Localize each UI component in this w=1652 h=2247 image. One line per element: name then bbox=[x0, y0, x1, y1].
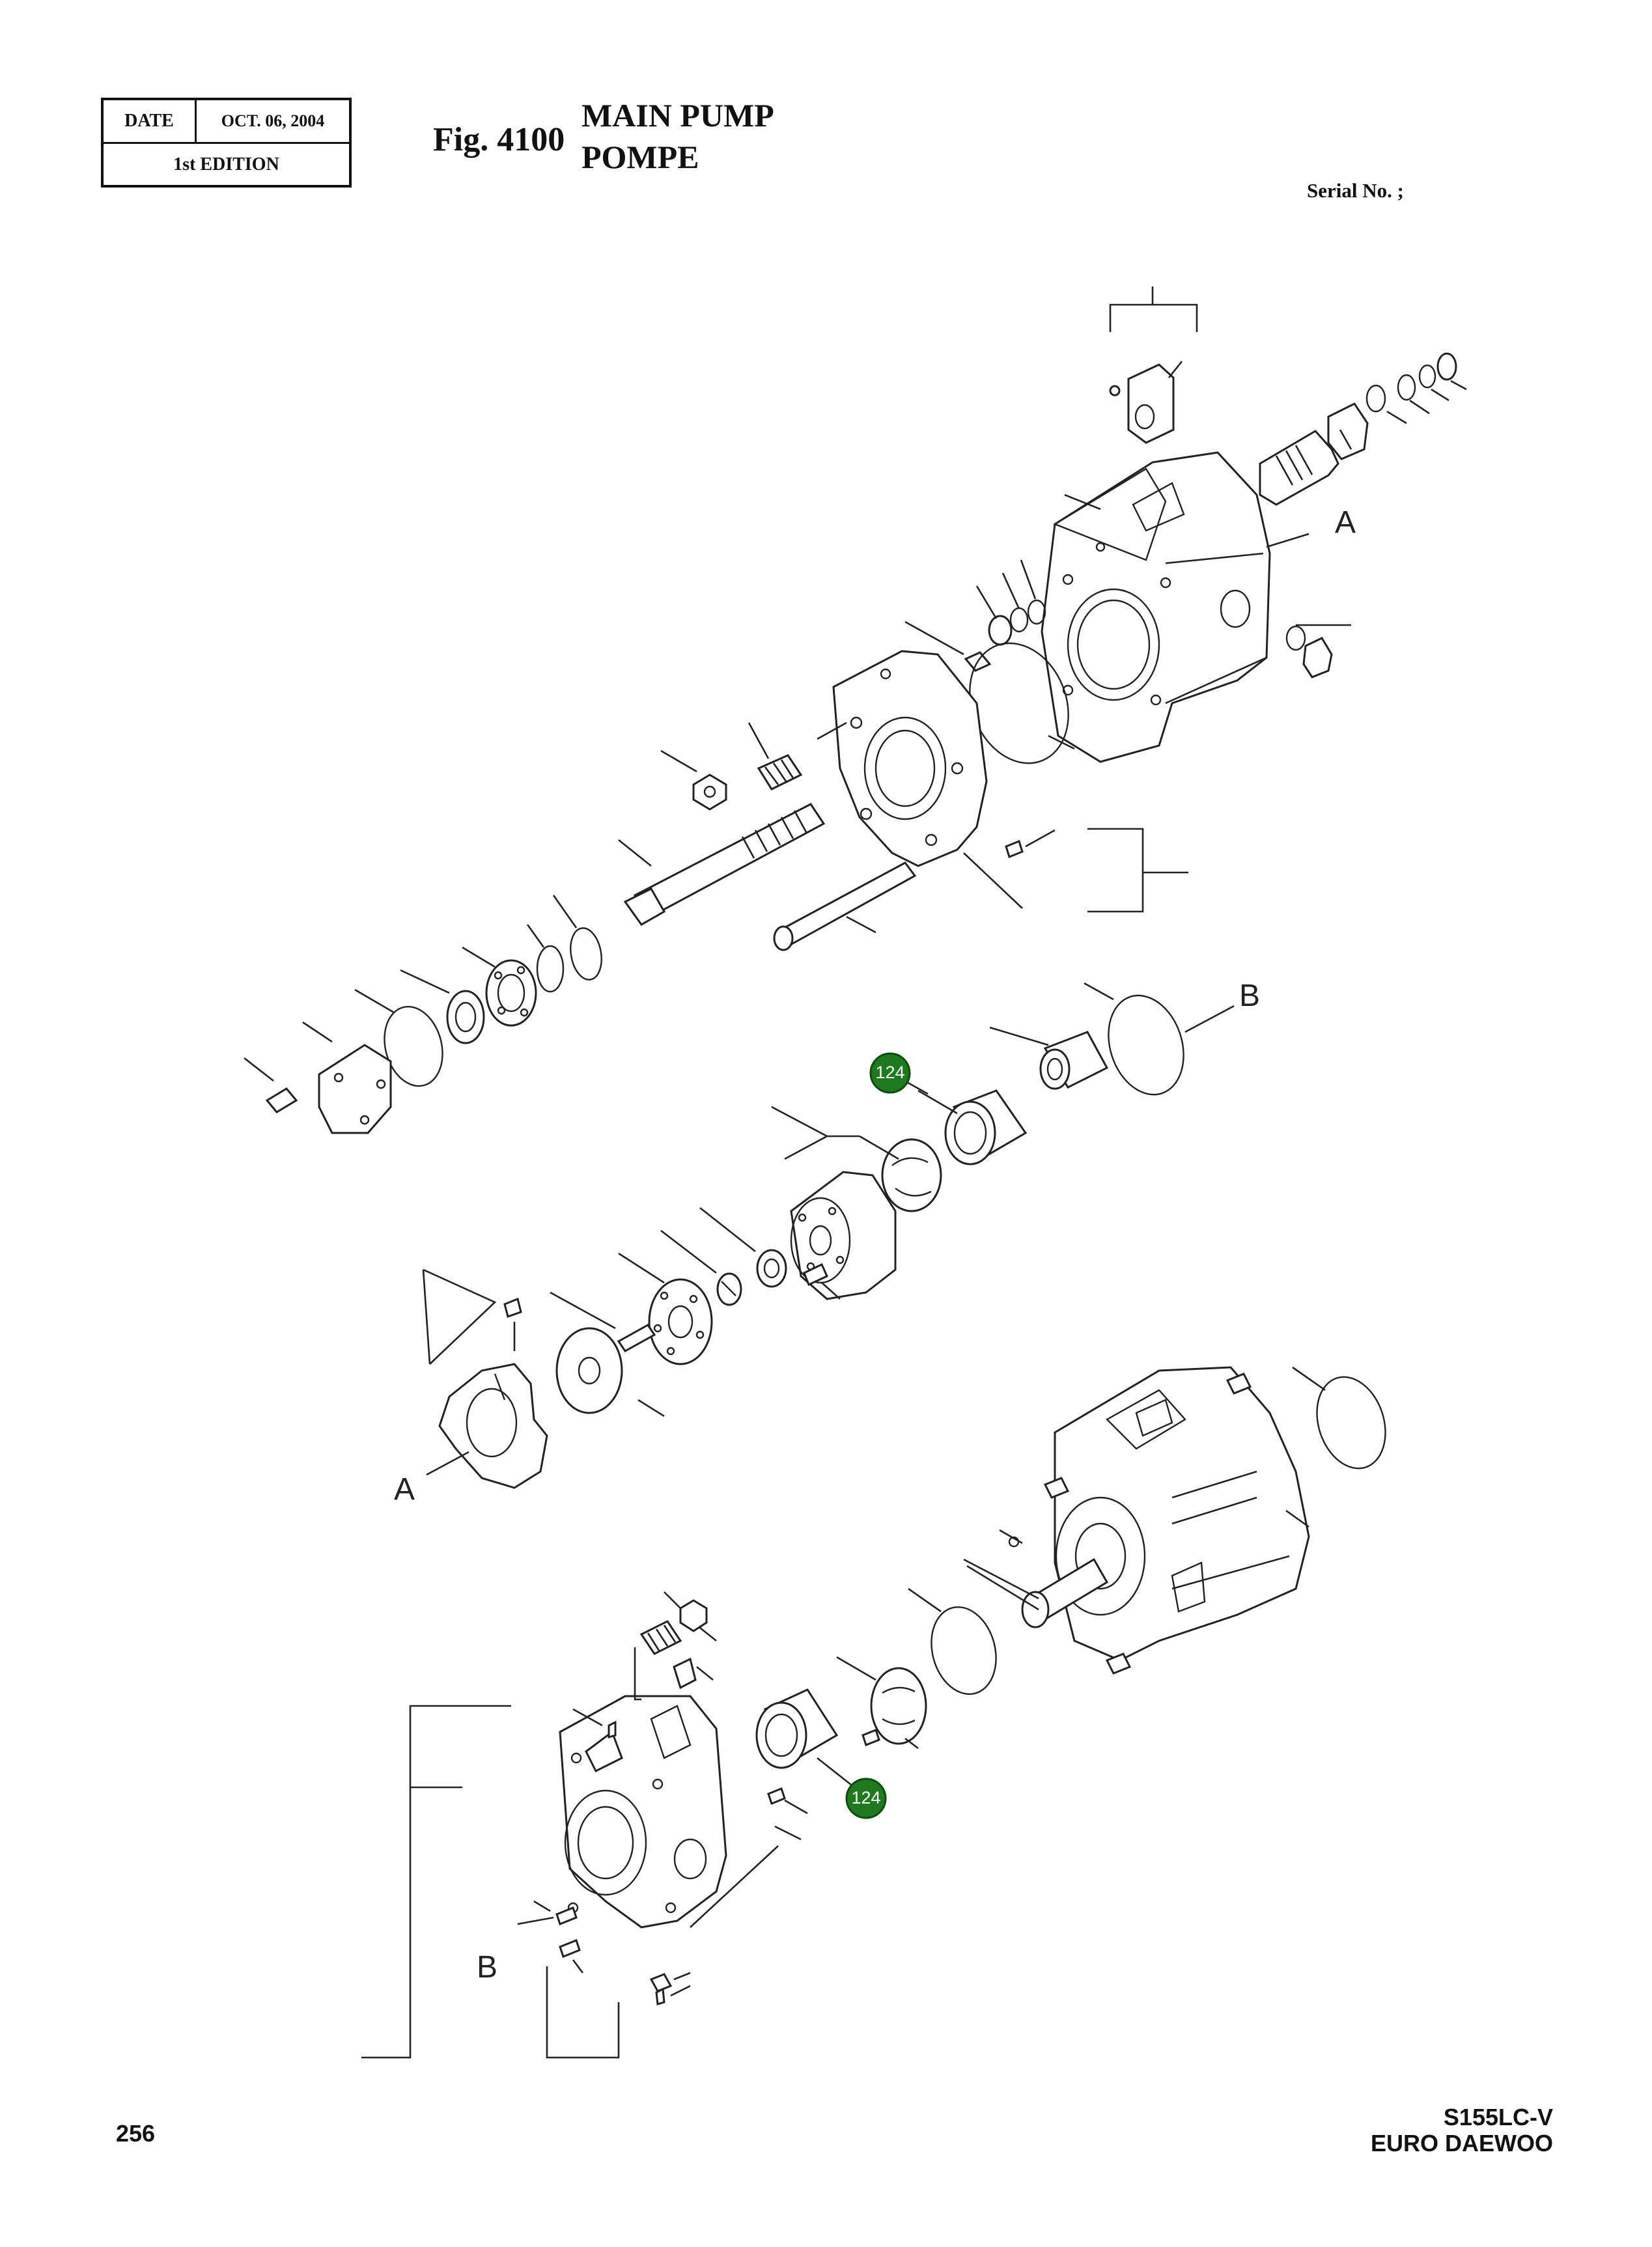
relief-valve-stack bbox=[639, 1591, 717, 1690]
bracket-cylinder-group bbox=[771, 1106, 860, 1160]
date-row: DATE OCT. 06, 2004 bbox=[104, 100, 349, 144]
coupling-sleeve bbox=[989, 1026, 1109, 1090]
spool-assembly bbox=[1259, 352, 1467, 506]
piston-shoe bbox=[550, 1291, 656, 1352]
serial-number-label: Serial No. ; bbox=[1307, 179, 1404, 202]
page-number: 256 bbox=[116, 2120, 156, 2147]
roller-bearing bbox=[462, 946, 537, 1027]
bracket-lower-left bbox=[361, 1647, 641, 2059]
port-block bbox=[817, 650, 1023, 909]
drain-plug bbox=[1285, 624, 1351, 678]
title-english: MAIN PUMP bbox=[581, 97, 774, 133]
oring-b bbox=[1084, 982, 1235, 1096]
ref-letter-a-bottom: A bbox=[394, 1472, 415, 1507]
drive-shaft bbox=[618, 803, 826, 926]
callout-124-upper[interactable]: 124 bbox=[869, 1052, 929, 1095]
retainer-small bbox=[660, 1229, 742, 1306]
oring-seal-cover bbox=[354, 988, 443, 1087]
swash-plate bbox=[426, 1363, 548, 1489]
snap-ring bbox=[552, 895, 602, 981]
servo-block bbox=[1109, 361, 1183, 444]
oil-seal bbox=[400, 969, 485, 1044]
bracket-right-upper bbox=[1087, 828, 1188, 913]
callout-124-lower-label: 124 bbox=[851, 1788, 880, 1807]
leader-lines-shaft bbox=[963, 1558, 1039, 1611]
ref-letter-a-top: A bbox=[1335, 505, 1356, 540]
ref-letter-b-bottom: B bbox=[477, 1950, 497, 1985]
small-pin-upper bbox=[1005, 829, 1056, 858]
socket-bolt-small bbox=[244, 1057, 298, 1113]
ref-letter-b-top: B bbox=[1239, 979, 1260, 1013]
pin-lower-right bbox=[1008, 1536, 1020, 1548]
needle-bearing-lower bbox=[755, 1688, 839, 1769]
date-label: DATE bbox=[104, 100, 197, 142]
oring-lower-right bbox=[1292, 1366, 1386, 1470]
socket-bolt-bottom bbox=[649, 1972, 691, 2005]
figure-number: Fig. 4100 bbox=[433, 121, 565, 158]
callout-124-lower[interactable]: 124 bbox=[817, 1757, 887, 1819]
adjust-spring bbox=[748, 722, 803, 790]
oring-lower bbox=[908, 1587, 997, 1696]
date-value: OCT. 06, 2004 bbox=[221, 111, 325, 130]
valve-plate-lower bbox=[836, 1656, 927, 1750]
shoe-plate bbox=[555, 1327, 665, 1417]
date-edition-box: DATE OCT. 06, 2004 1st EDITION bbox=[101, 98, 352, 188]
pump-assembly-view bbox=[999, 1366, 1310, 1675]
swash-pin bbox=[503, 1297, 522, 1351]
edition-label: 1st EDITION bbox=[173, 154, 279, 174]
hex-nut bbox=[660, 749, 727, 811]
cylinder-spring bbox=[803, 1263, 841, 1300]
top-bracket bbox=[1109, 286, 1198, 332]
swash-plate-bracket bbox=[422, 1268, 497, 1365]
seal-cover bbox=[302, 1021, 392, 1134]
callout-124-upper-label: 124 bbox=[875, 1063, 904, 1082]
retainer-plate bbox=[618, 1252, 713, 1365]
valve-block-lower bbox=[559, 1695, 727, 1929]
pin-valve-lower bbox=[861, 1729, 880, 1746]
brand-name: EURO DAEWOO bbox=[1370, 2130, 1553, 2156]
side-pins-lower bbox=[517, 1900, 620, 2059]
spacer-ring bbox=[526, 924, 565, 993]
title-french: POMPE bbox=[581, 139, 699, 175]
model-block: S155LC-V EURO DAEWOO bbox=[1371, 2104, 1553, 2156]
valve-plate-upper bbox=[859, 1135, 942, 1212]
stay-bolt bbox=[773, 861, 917, 951]
model-name: S155LC-V bbox=[1443, 2104, 1553, 2130]
dowel-pins-lower bbox=[572, 1708, 808, 1928]
pump-housing-top bbox=[1041, 451, 1309, 763]
spherical-bushing bbox=[699, 1207, 787, 1288]
needle-bearing-upper bbox=[917, 1089, 1028, 1165]
